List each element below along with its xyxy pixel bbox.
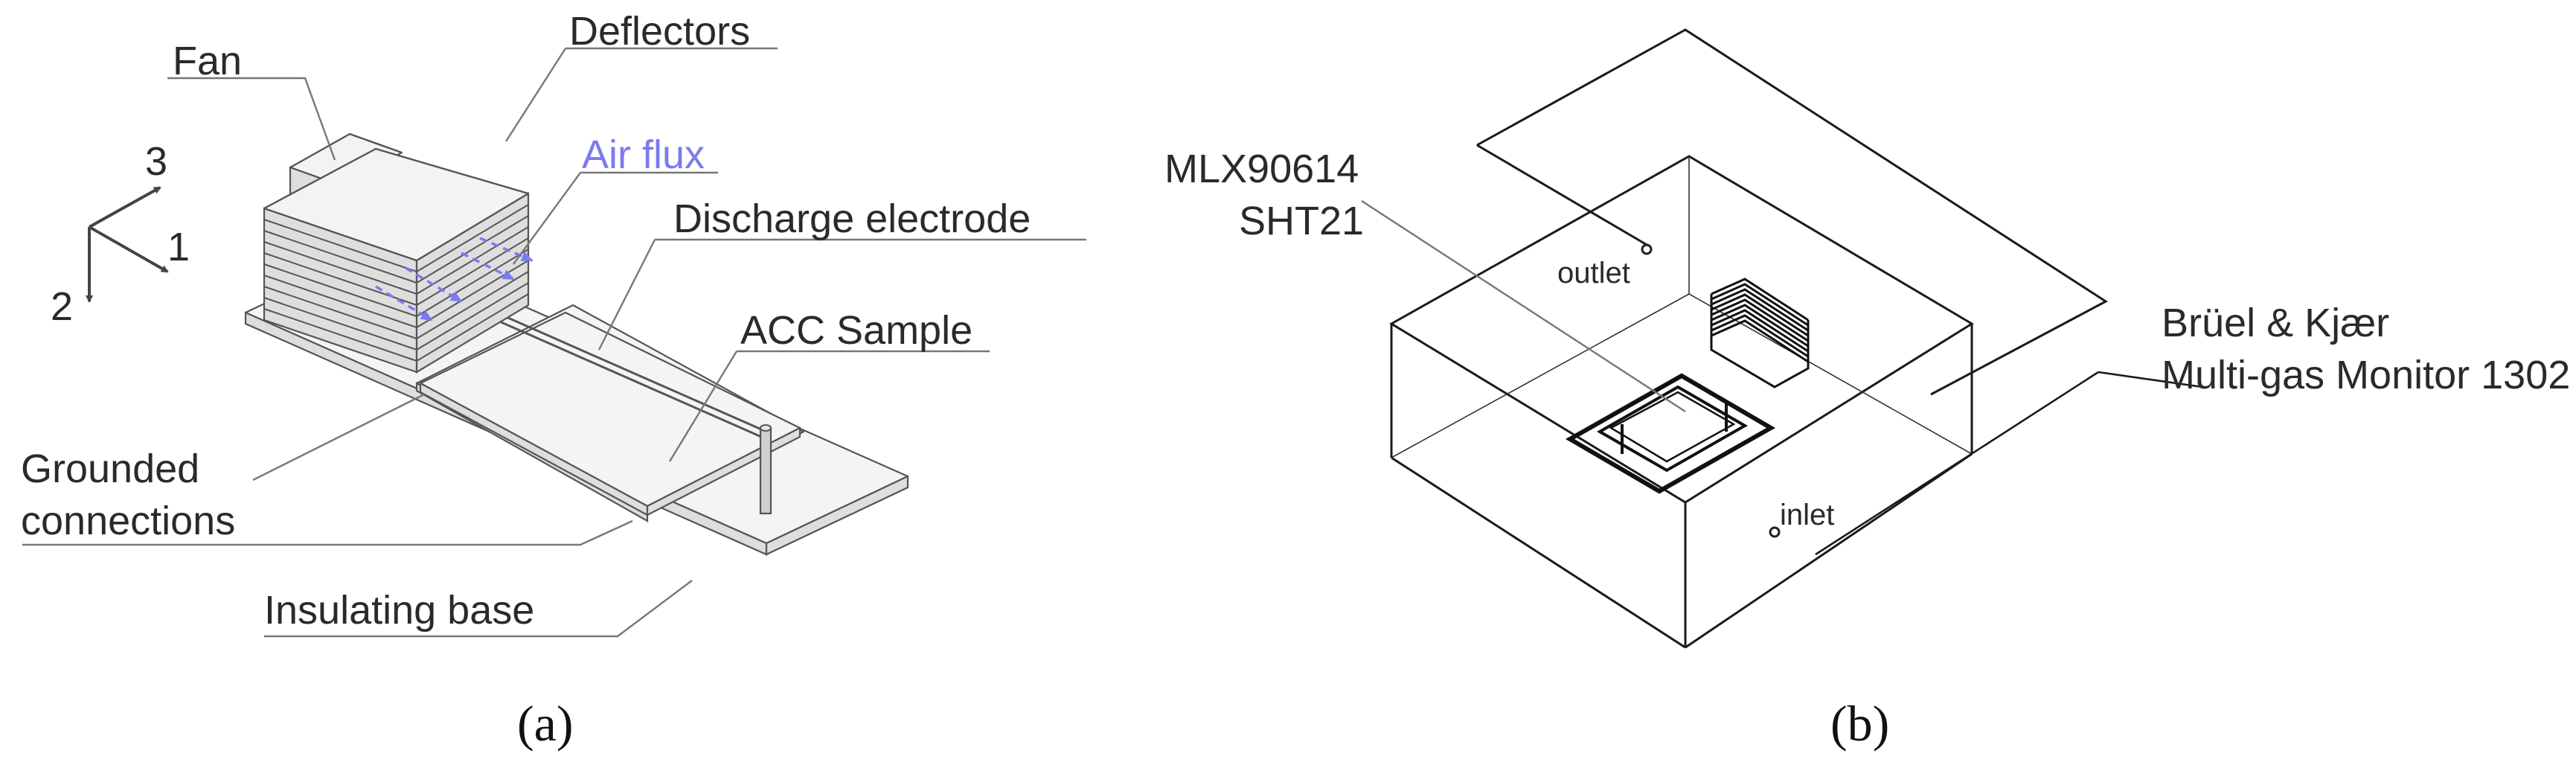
grounded-connections-label-line2: connections bbox=[21, 499, 235, 543]
leader-lines-b bbox=[1361, 199, 2203, 556]
rig-deflector-edge bbox=[1711, 288, 1809, 332]
deflectors-label: Deflectors bbox=[569, 9, 750, 54]
panel-a: 3 1 2 Fan Deflectors Air flux Discharge … bbox=[21, 9, 1086, 752]
deflector-plate-edge bbox=[263, 260, 529, 329]
acc-sample-label: ACC Sample bbox=[740, 308, 973, 353]
leader-lines-a bbox=[22, 47, 1086, 638]
air-flux-arrows bbox=[375, 237, 534, 321]
air-flux-label: Air flux bbox=[582, 132, 705, 177]
mlx90614-label: MLX90614 bbox=[1164, 147, 1359, 191]
panel-b: MLX90614 SHT21 outlet inlet Brüel & Kjær… bbox=[1164, 28, 2570, 752]
deflector-plate-edge bbox=[263, 237, 529, 307]
panel-b-caption: (b) bbox=[1830, 695, 1889, 752]
deflector-stack-shape bbox=[263, 147, 530, 374]
rig-deflector-edge bbox=[1711, 278, 1809, 321]
outlet-point bbox=[1641, 243, 1653, 255]
deflector-plate-edge bbox=[263, 293, 529, 362]
discharge-electrode-label: Discharge electrode bbox=[673, 196, 1031, 241]
sht21-label: SHT21 bbox=[1239, 199, 1364, 243]
grounded-connections-label-line1: Grounded bbox=[21, 447, 199, 491]
monitor-label-line1: Brüel & Kjær bbox=[2162, 301, 2389, 345]
rig-deflector-edge bbox=[1711, 319, 1809, 363]
rig-deflector-edge bbox=[1711, 293, 1809, 337]
axis-3-label: 3 bbox=[145, 139, 167, 184]
deflector-plate-edge bbox=[263, 226, 529, 295]
monitor-label-line2: Multi-gas Monitor 1302 bbox=[2162, 353, 2570, 397]
rig-deflector-edge bbox=[1711, 283, 1809, 327]
rig-deflector-edge bbox=[1711, 309, 1809, 353]
panel-a-caption: (a) bbox=[517, 695, 573, 752]
rig-deflector-outline bbox=[1710, 294, 1810, 388]
chamber-box bbox=[1389, 28, 2108, 649]
deflector-plate-edge bbox=[263, 271, 529, 340]
deflector-plate-edge bbox=[263, 204, 529, 273]
rig-deflector-edge bbox=[1711, 304, 1809, 348]
outlet-label: outlet bbox=[1557, 257, 1630, 289]
rig-deflector-edge bbox=[1711, 314, 1809, 358]
rig-deflector-edge bbox=[1711, 298, 1809, 342]
fan-label: Fan bbox=[173, 39, 242, 83]
axis-1-label: 1 bbox=[167, 225, 190, 269]
acc-sample-shape bbox=[419, 311, 801, 516]
deflector-plate-edge bbox=[263, 282, 529, 351]
axes-triad: 3 1 2 bbox=[51, 139, 190, 329]
deflector-plate-edge bbox=[263, 215, 529, 284]
inner-test-rig bbox=[1565, 278, 1810, 494]
inlet-point bbox=[1769, 526, 1781, 538]
insulating-base-label: Insulating base bbox=[264, 588, 534, 633]
axis-2-label: 2 bbox=[51, 284, 73, 329]
inlet-label: inlet bbox=[1780, 499, 1834, 531]
deflector-plate-edge bbox=[263, 249, 529, 318]
